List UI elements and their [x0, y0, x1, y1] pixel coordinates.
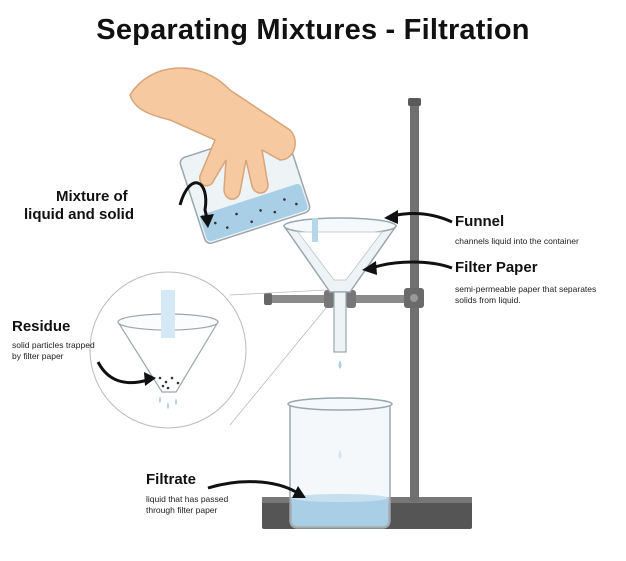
desc-residue-1: solid particles trapped	[12, 340, 95, 350]
zoom-line-bottom	[229, 307, 327, 426]
magnified-drop-3	[167, 402, 169, 409]
filtrate-arrow	[207, 480, 297, 494]
label-mixture-line2: liquid and solid	[24, 206, 134, 223]
residue-arrow	[96, 361, 149, 385]
funnel-arrow	[391, 212, 453, 224]
mixture-arrow-head	[200, 214, 214, 228]
drop-1	[338, 360, 342, 369]
clamp-ring-left	[324, 290, 334, 308]
clamp-screw	[410, 294, 418, 302]
label-residue: Residue	[12, 318, 71, 335]
clamp-arm-end	[264, 293, 272, 305]
label-filter-paper: Filter Paper	[455, 259, 538, 276]
funnel-arrow-head	[384, 210, 398, 224]
magnified-drop-1	[159, 396, 161, 403]
funnel-stem	[333, 291, 347, 353]
desc-filtrate-2: through filter paper	[146, 505, 218, 515]
filtrate-surface	[292, 494, 388, 502]
desc-residue-2: by filter paper	[12, 351, 64, 361]
filtrate-liquid	[292, 498, 388, 526]
magnified-stream	[161, 290, 175, 338]
label-mixture-line1: Mixture of	[56, 188, 128, 205]
filter-paper-arrow-head	[362, 261, 377, 275]
magnified-drop-2	[175, 398, 177, 405]
filter-paper-shape	[297, 231, 383, 281]
stand-rod-cap	[408, 98, 421, 106]
filtrate-arrow-head	[292, 486, 306, 498]
page-title: Separating Mixtures - Filtration	[96, 14, 530, 46]
label-filtrate: Filtrate	[146, 471, 197, 488]
filter-paper-arrow	[371, 260, 453, 270]
desc-funnel: channels liquid into the container	[455, 236, 579, 246]
collection-beaker-rim	[287, 397, 393, 411]
mixture-arrow	[178, 181, 210, 223]
desc-filter-paper-2: solids from liquid.	[455, 295, 521, 305]
zoom-line-top	[229, 289, 327, 296]
desc-filtrate-1: liquid that has passed	[146, 494, 229, 504]
desc-filter-paper-1: semi-permeable paper that separates	[455, 284, 597, 294]
hand	[129, 67, 296, 200]
residue-arrow-head	[144, 372, 156, 386]
clamp-ring-right	[346, 290, 356, 308]
label-funnel: Funnel	[455, 213, 505, 230]
pour-stream	[312, 218, 318, 242]
